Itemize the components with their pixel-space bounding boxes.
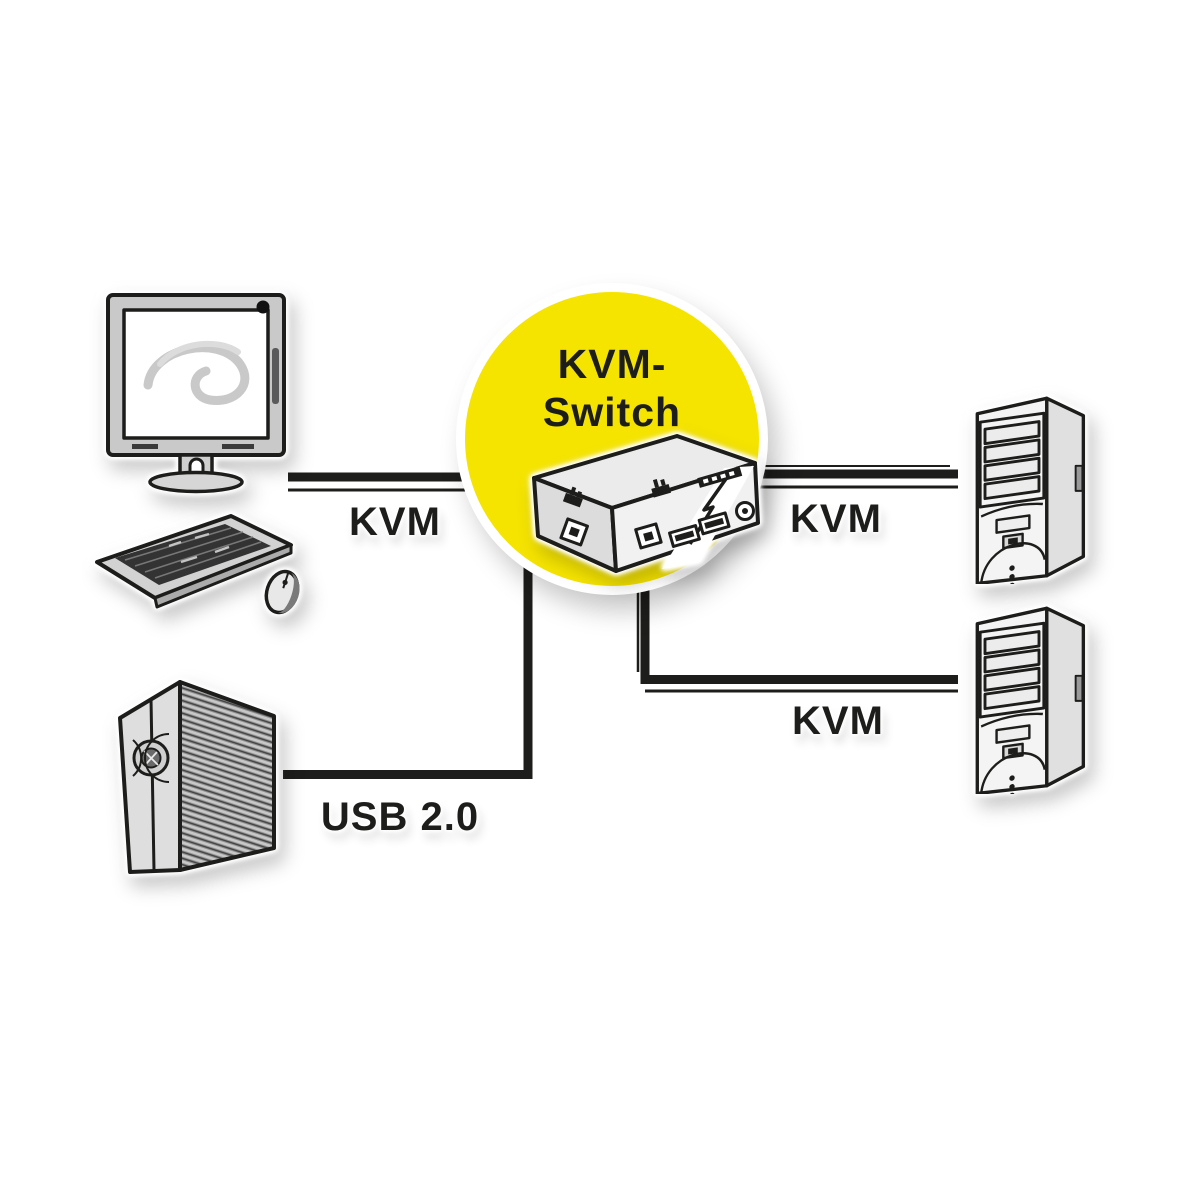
computer-tower-icon <box>975 606 1086 794</box>
kvm-switch-device-icon <box>532 434 760 573</box>
drive-front <box>118 680 182 874</box>
hub-title: KVM- Switch <box>465 340 759 436</box>
camera-dot-icon <box>256 300 270 314</box>
monitor-base <box>148 470 244 494</box>
computer-tower-icon <box>975 396 1086 584</box>
keyboard-mouse-icon <box>95 514 300 615</box>
label-pc2-kvm: KVM <box>792 699 884 743</box>
monitor-buttons <box>272 348 279 404</box>
usb-hard-drive-icon <box>118 680 276 874</box>
label-usb: USB 2.0 <box>320 795 480 839</box>
hub-title-line2: Switch <box>542 389 682 435</box>
drive-ribbed-side <box>178 680 276 872</box>
label-console-kvm: KVM <box>349 500 441 544</box>
label-pc1-kvm: KVM <box>790 497 882 541</box>
cable-usb <box>283 556 533 779</box>
hub-title-line1: KVM- <box>557 341 667 387</box>
mouse-icon <box>264 569 300 615</box>
lcd-monitor-icon <box>106 293 286 494</box>
cable-pc2-kvm <box>640 585 958 684</box>
